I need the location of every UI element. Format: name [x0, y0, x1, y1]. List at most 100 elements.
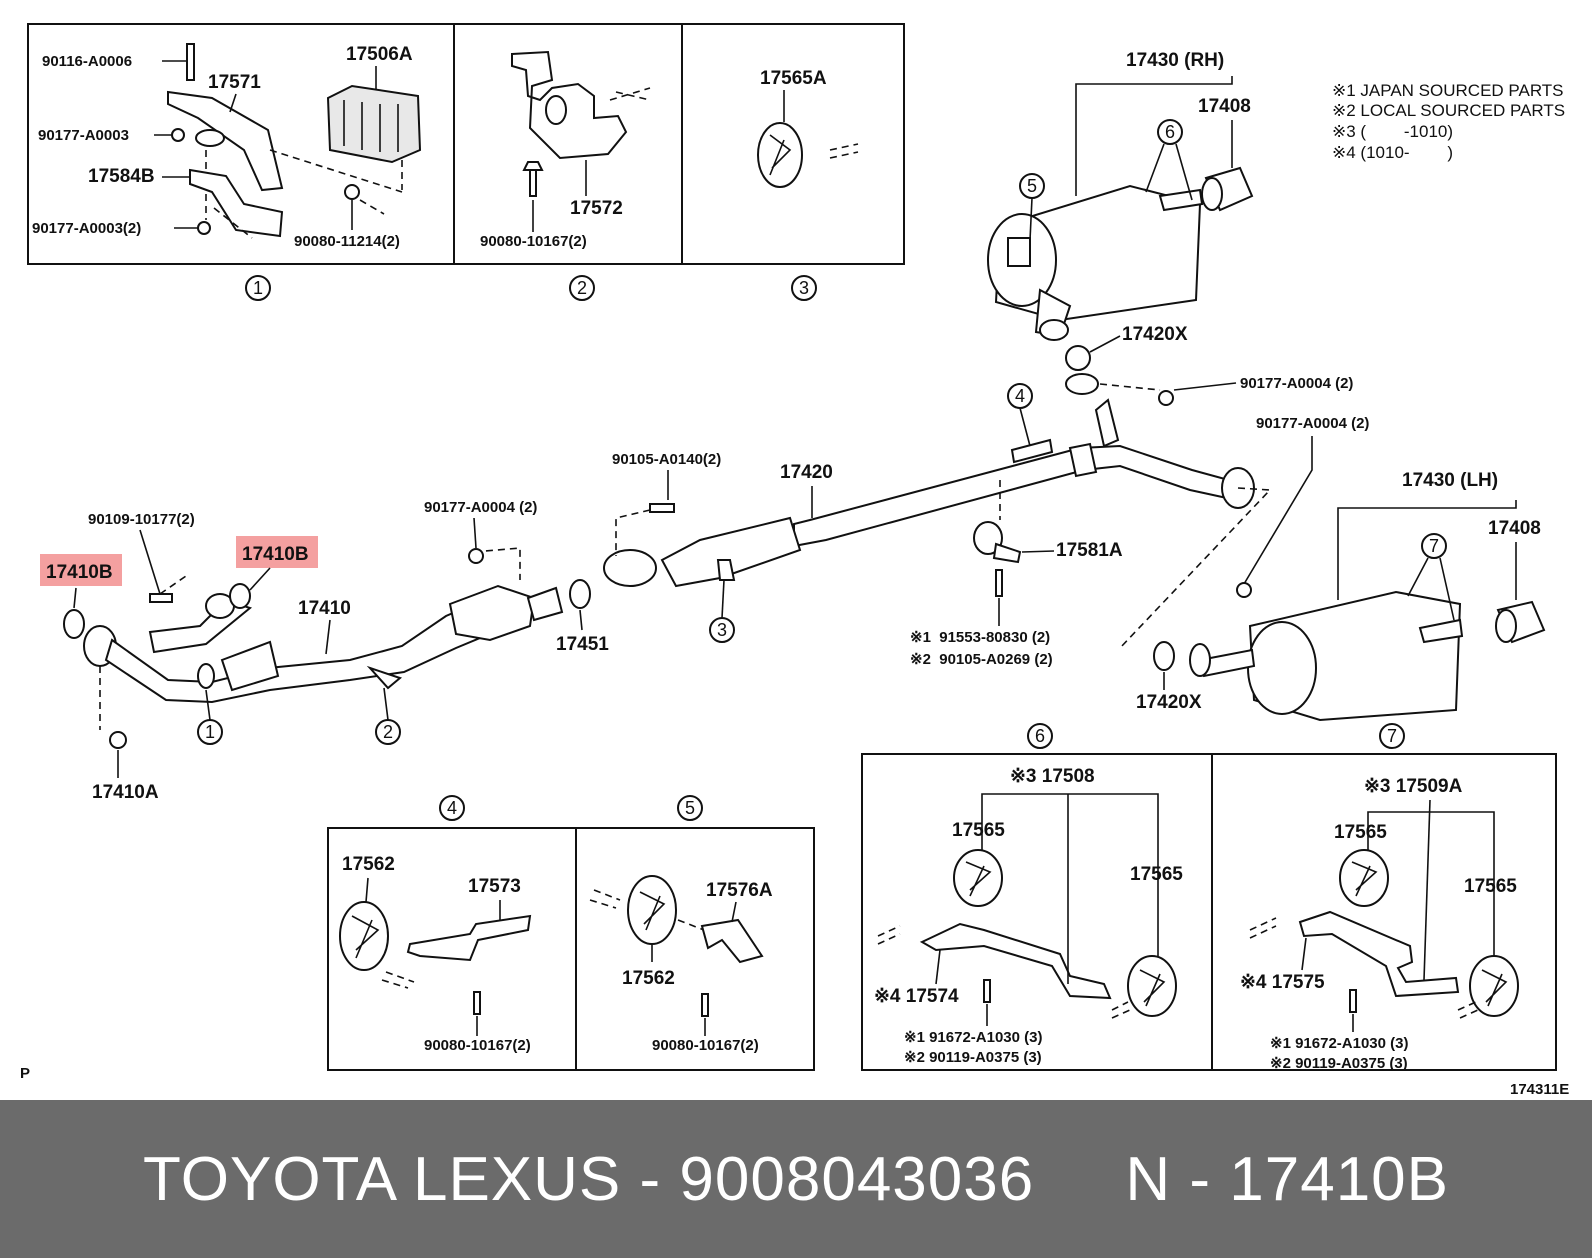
svg-text:4: 4 — [1015, 386, 1025, 406]
figure-code: 174311E — [1510, 1081, 1569, 1098]
box7-drawing — [1249, 849, 1519, 1019]
part-17451: 17451 — [556, 634, 609, 655]
circle-label-4-main: 4 — [1007, 383, 1033, 409]
exhaust-parts-diagram: 90116-A0006 17571 17506A 90177-A0003 175… — [20, 23, 1569, 1098]
part-17408-rh: 17408 — [1198, 96, 1251, 117]
part-17420: 17420 — [780, 462, 833, 483]
footer-banner: TOYOTA LEXUS - 9008043036 N - 17410B — [0, 1100, 1592, 1258]
footer-title: TOYOTA LEXUS - 9008043036 N - 17410B — [143, 1144, 1449, 1215]
part-90177-a0004-top: 90177-A0004 (2) — [1240, 375, 1353, 392]
part-17410b-right: 17410B — [242, 544, 309, 565]
box6-part-0: ※3 17508 — [1010, 766, 1095, 787]
box6-part-2: 17565 — [1130, 864, 1183, 885]
box1-part-1: 17571 — [208, 72, 261, 93]
box7-part-4: ※1 91672-A1030 (3) — [1270, 1035, 1409, 1052]
box1-part-2: 17506A — [346, 44, 413, 65]
box4-part-0: 17562 — [342, 854, 395, 875]
box7-part-2: 17565 — [1464, 876, 1517, 897]
svg-text:4: 4 — [447, 798, 457, 818]
detail-box-7 — [1211, 753, 1557, 1071]
front-pipe-17410 — [63, 579, 591, 749]
footer-separator: - — [621, 1144, 680, 1214]
box1-part-0: 90116-A0006 — [42, 53, 132, 70]
circle-label-3-main: 3 — [709, 617, 735, 643]
note-japan-sourced: ※1 JAPAN SOURCED PARTS — [1332, 81, 1564, 100]
svg-text:3: 3 — [717, 620, 727, 640]
footer-brand: TOYOTA LEXUS — [142, 1144, 622, 1214]
circle-label-3-top: 3 — [791, 275, 817, 301]
box3-drawing — [757, 122, 859, 188]
part-17430-rh: 17430 (RH) — [1126, 50, 1224, 71]
part-90105-a0140: 90105-A0140(2) — [612, 451, 721, 468]
box1-part-6: 90080-11214(2) — [294, 233, 400, 250]
circle-label-2-main: 2 — [375, 719, 401, 745]
svg-text:5: 5 — [1027, 176, 1037, 196]
svg-text:3: 3 — [799, 278, 809, 298]
circle-label-6-main: 6 — [1157, 119, 1183, 145]
note-local-sourced: ※2 LOCAL SOURCED PARTS — [1332, 101, 1565, 120]
note-range-2: ※4 (1010- ) — [1332, 143, 1453, 162]
part-90177-a0004-left: 90177-A0004 (2) — [424, 499, 537, 516]
svg-text:2: 2 — [577, 278, 587, 298]
part-17430-lh: 17430 (LH) — [1402, 470, 1498, 491]
box6-part-4: ※1 91672-A1030 (3) — [904, 1029, 1043, 1046]
box1-part-3: 90177-A0003 — [38, 127, 129, 144]
box1-part-5: 90177-A0003(2) — [32, 220, 141, 237]
center-pipe — [603, 398, 1255, 588]
bolt-90105 — [649, 503, 675, 513]
svg-text:2: 2 — [383, 722, 393, 742]
part-90177-a0004-mid: 90177-A0004 (2) — [1256, 415, 1369, 432]
highlight-17410b-left — [40, 554, 122, 586]
detail-box-5 — [575, 827, 815, 1071]
circle-label-5-box: 5 — [677, 795, 703, 821]
nut-90177-left — [468, 548, 484, 564]
circle-label-2-top: 2 — [569, 275, 595, 301]
box2-part-1: 90080-10167(2) — [480, 233, 587, 250]
box6-part-5: ※2 90119-A0375 (3) — [904, 1049, 1042, 1066]
part-17410: 17410 — [298, 598, 351, 619]
box1-drawing — [167, 43, 422, 239]
svg-text:6: 6 — [1165, 122, 1175, 142]
nut-90177-top — [1158, 390, 1174, 406]
part-17420x-bottom: 17420X — [1136, 692, 1202, 713]
svg-text:1: 1 — [253, 278, 263, 298]
box7-part-5: ※2 90119-A0375 (3) — [1270, 1055, 1408, 1072]
circle-label-6-box: 6 — [1027, 723, 1053, 749]
part-17581a: 17581A — [1056, 540, 1123, 561]
svg-text:7: 7 — [1429, 536, 1439, 556]
corner-mark: P — [20, 1065, 30, 1082]
footer-part-number: 9008043036 — [679, 1144, 1035, 1214]
part-90105-a0269: ※2 90105-A0269 (2) — [910, 651, 1053, 668]
box7-part-0: ※3 17509A — [1364, 776, 1463, 797]
circle-label-4-box: 4 — [439, 795, 465, 821]
svg-text:5: 5 — [685, 798, 695, 818]
svg-text:7: 7 — [1387, 726, 1397, 746]
muffler-rh — [987, 166, 1254, 371]
box4-drawing — [339, 901, 532, 1015]
flange-rh — [1065, 373, 1099, 395]
svg-text:1: 1 — [205, 722, 215, 742]
svg-text:6: 6 — [1035, 726, 1045, 746]
box7-part-1: 17565 — [1334, 822, 1387, 843]
circle-label-7-main: 7 — [1421, 533, 1447, 559]
box2-drawing — [511, 50, 651, 197]
hanger-17581a — [973, 521, 1022, 597]
box4-part-1: 17573 — [468, 876, 521, 897]
box3-part-0: 17565A — [760, 68, 827, 89]
box4-part-2: 90080-10167(2) — [424, 1037, 531, 1054]
box5-part-2: 90080-10167(2) — [652, 1037, 759, 1054]
part-17410b-left: 17410B — [46, 562, 113, 583]
circle-label-5-main: 5 — [1019, 173, 1045, 199]
box5-part-0: 17576A — [706, 880, 773, 901]
note-range-1: ※3 ( -1010) — [1332, 122, 1453, 141]
part-91553-80830: ※1 91553-80830 (2) — [910, 629, 1050, 646]
box1-part-4: 17584B — [88, 166, 155, 187]
detail-box-6 — [861, 753, 1213, 1071]
footer-ref: N - 17410B — [1125, 1144, 1450, 1214]
box6-part-3: ※4 17574 — [874, 986, 959, 1007]
box6-part-1: 17565 — [952, 820, 1005, 841]
box2-part-0: 17572 — [570, 198, 623, 219]
detail-box-3 — [681, 23, 905, 265]
box6-drawing — [877, 849, 1177, 1019]
box5-part-1: 17562 — [622, 968, 675, 989]
